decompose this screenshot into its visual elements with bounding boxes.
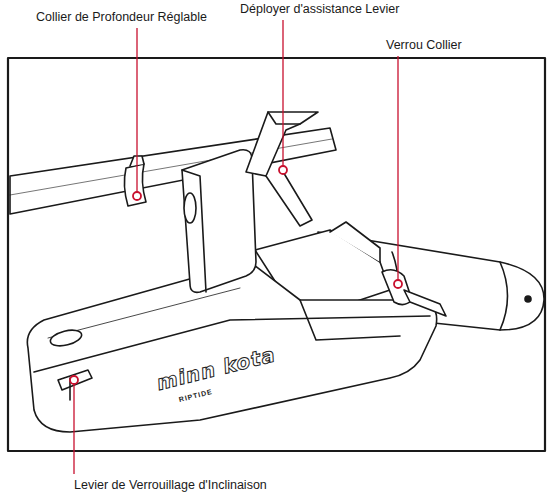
base-housing — [27, 262, 436, 432]
part-label: Déployer d'assistance Levier — [240, 2, 399, 16]
frame — [8, 58, 545, 451]
deploy-lever — [246, 112, 318, 176]
part-label: Verrou Collier — [386, 38, 462, 52]
part-label: Collier de Profondeur Réglable — [36, 10, 207, 24]
tilt-lock-lever — [58, 370, 92, 390]
depth-collar — [124, 164, 146, 206]
part-label: Levier de Verrouillage d'Inclinaison — [74, 478, 267, 492]
leader-lines — [74, 20, 398, 474]
collar-lock — [382, 270, 412, 305]
brand-logo: minn kota — [154, 343, 277, 395]
tower — [182, 150, 256, 293]
brand-logo: RIPTIDE — [178, 388, 214, 404]
